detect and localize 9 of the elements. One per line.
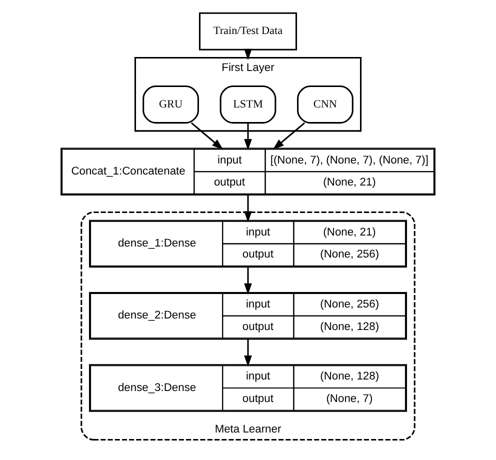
node-box: GRU [142,84,199,124]
arrow [190,122,224,150]
arrow [244,266,252,294]
arrow [244,122,252,150]
node-box: LSTM [220,84,276,124]
arrow [244,194,252,222]
node-box: CNN [297,84,354,124]
arrow [244,338,252,366]
arrow [272,122,306,150]
